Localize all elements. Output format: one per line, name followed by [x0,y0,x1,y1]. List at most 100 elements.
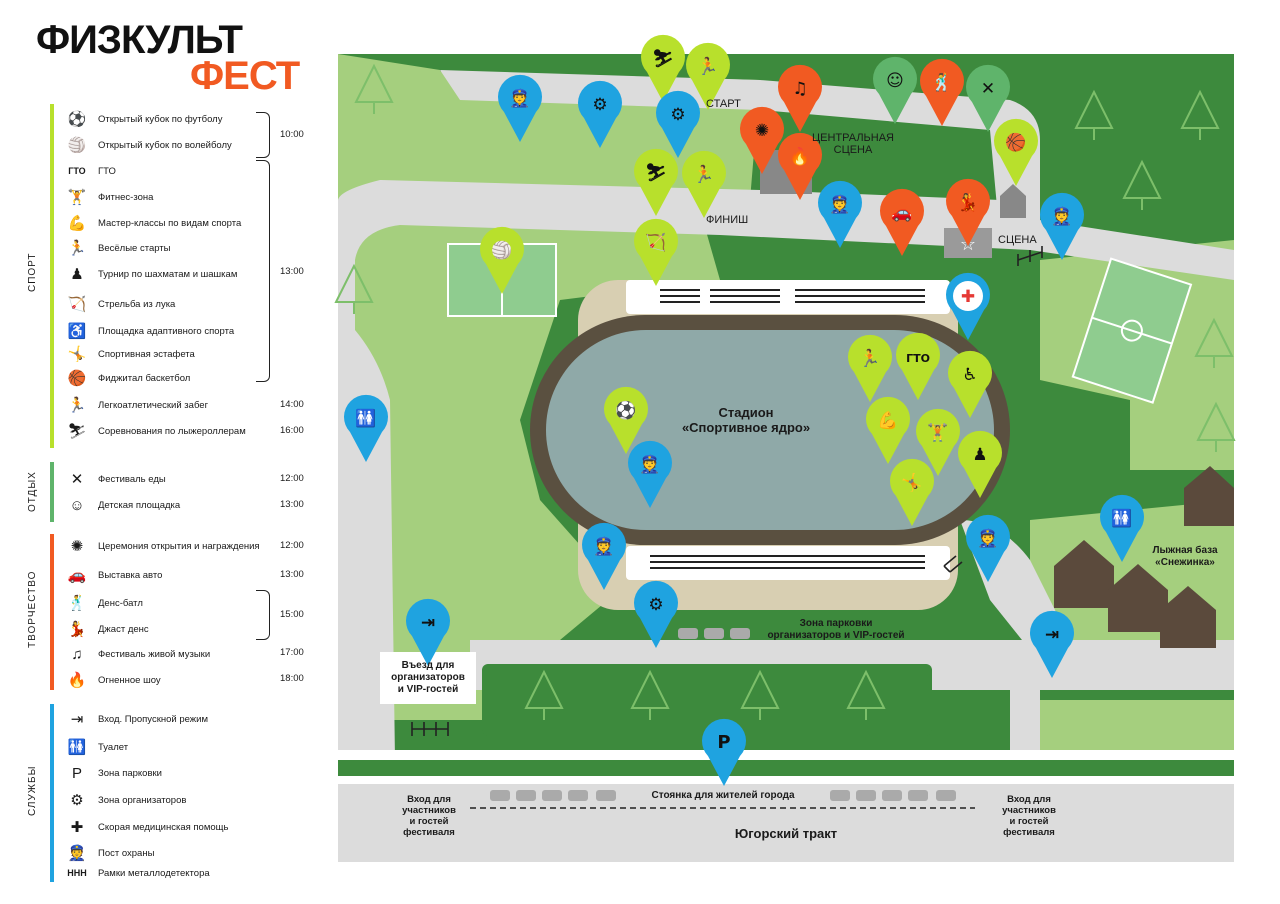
gto-pin[interactable]: ГТО [895,332,940,400]
guard-icon: 👮 [829,194,850,215]
basketball-pin[interactable]: 🏀 [994,118,1038,186]
football-pin[interactable]: ⚽ [604,386,649,454]
organizers-pin[interactable]: ⚙ [578,80,623,148]
seats-bottom [650,555,925,569]
stadium-label: Стадион «Спортивное ядро» [681,405,811,435]
legend-label: Фестиваль живой музыки [98,648,211,660]
toilet-pin[interactable]: 🚻 [344,394,388,462]
baby-icon: ☺ [69,496,85,514]
guard-pin[interactable]: 👮 [1040,192,1084,260]
car-pin[interactable]: 🚗 [880,188,924,256]
dance-battle-pin[interactable]: 🕺 [920,58,965,126]
start-label: СТАРТ [706,98,741,110]
legend-label: Площадка адаптивного спорта [98,325,235,337]
fire-icon: 🔥 [789,146,810,167]
legend-item: 🏋 Фитнес-зона [64,186,278,208]
guard-pin[interactable]: 👮 [818,180,862,248]
sprinter-pin[interactable]: 🏃 [686,42,731,110]
guard-icon: 👮 [67,845,87,862]
time: 18:00 [280,673,304,684]
toilet-icon: 🚻 [355,408,376,429]
guard-pin[interactable]: 👮 [582,522,627,590]
organizers-pin[interactable]: ⚙ [634,580,679,648]
legend-item: ⚙Зона организаторов [64,789,278,811]
toilet-pin[interactable]: 🚻 [1099,494,1144,562]
guard-pin[interactable]: 👮 [498,74,542,142]
fire-icon: 🔥 [67,672,87,689]
gto-icon: ГТО [906,352,930,365]
road-label: Югорский тракт [734,826,838,841]
central-stage-label: ЦЕНТРАЛЬНАЯ СЦЕНА [812,132,894,156]
dance-battle-icon: 🕺 [67,595,87,612]
legend-item: ☺Детская площадка [64,494,278,516]
volleyball-icon: 🏐 [67,137,87,154]
grass-area [380,210,720,720]
skier-pin[interactable]: ⛷ [634,148,678,216]
parking-icon: P [71,764,82,782]
legend-label: Пост охраны [98,847,155,859]
sprinter-icon: 🏃 [697,56,718,77]
fireworks-pin[interactable]: ✺ [740,106,785,174]
legend-item: ⇥Вход. Пропускной режим [64,708,278,730]
legend-label: Фиджитал баскетбол [98,372,191,384]
legend-item: 👮 Пост охраны [64,842,278,864]
entrance-right-label: Вход для участников и гостей фестиваля [1002,794,1056,838]
legend-label: Фестиваль еды [98,473,166,485]
dumbbell-icon: 🏋 [67,189,87,206]
fireworks-icon: ✺ [755,121,769,141]
dumbbell-pin[interactable]: 🏋 [916,408,960,476]
legend-item: 🏐Открытый кубок по волейболу [64,134,278,156]
relay-pin[interactable]: 🤸 [889,458,934,526]
organizers-icon: ⚙ [670,105,685,125]
creative-bar [50,534,54,690]
medical-pin[interactable]: ✚ [946,272,990,340]
medical-icon: ✚ [70,819,84,836]
football-field [1071,257,1193,404]
wheelchair-icon: ♿ [67,323,87,340]
legend-item: ⛷Соревнования по лыжероллерам [64,420,278,442]
skier-pin[interactable]: ⛷ [640,34,685,102]
time: 12:00 [280,473,304,484]
logo-line1: ФИЗКУЛЬТ [36,18,243,62]
organizers-pin[interactable]: ⚙ [656,90,700,158]
guard-pin[interactable]: 👮 [966,514,1011,582]
volleyball-pin[interactable]: 🏐 [480,226,524,294]
chess-pin[interactable]: ♟ [958,430,1002,498]
fork-knife-pin[interactable]: ✕ [966,64,1011,132]
logo-line2: ФЕСТ [190,54,300,98]
muscle-pin[interactable]: 💪 [866,396,911,464]
dumbbell-icon: 🏋 [927,422,948,443]
fire-pin[interactable]: 🔥 [778,132,822,200]
music-pin[interactable]: ♫ [778,64,822,132]
skier-icon: ⛷ [652,49,674,69]
runner-icon: 🏃 [67,240,87,257]
jazz-dance-pin[interactable]: 💃 [946,178,990,246]
parking-pin[interactable]: P [702,718,747,786]
guard-icon: 👮 [639,454,660,475]
legend: СПОРТ ОТДЫХ ТВОРЧЕСТВО СЛУЖБЫ ⚽Открытый … [0,0,330,904]
baby-pin[interactable]: ☺ [873,56,917,124]
entrance-pin[interactable]: ⇥ [406,598,450,666]
legend-label: Денс-батл [98,597,143,609]
car-icon: 🚗 [891,203,912,223]
guard-pin[interactable]: 👮 [628,440,672,508]
time: 13:00 [280,499,304,510]
legend-label: Скорая медицинская помощь [98,821,229,833]
legend-item: 💃Джаст денс [64,618,278,640]
legend-label: ГТО [98,165,116,177]
legend-item: 🏃Весёлые старты [64,237,278,259]
relay-icon: 🤸 [67,346,87,363]
entrance-pin[interactable]: ⇥ [1030,610,1074,678]
runner-icon: 🏃 [859,348,880,369]
legend-label: Рамки металлодетектора [98,867,210,879]
vip-parking-label: Зона парковки организаторов и VIP-гостей [767,618,905,641]
runner-pin[interactable]: 🏃 [848,334,893,402]
city-parking-label: Стоянка для жителей города [651,790,795,801]
wheelchair-pin[interactable]: ♿ [948,350,992,418]
curb [338,750,1234,760]
archer-pin[interactable]: 🏹 [634,218,679,286]
legend-label: Фитнес-зона [98,191,154,203]
road [440,70,1040,250]
sprinter-pin[interactable]: 🏃 [682,150,727,218]
